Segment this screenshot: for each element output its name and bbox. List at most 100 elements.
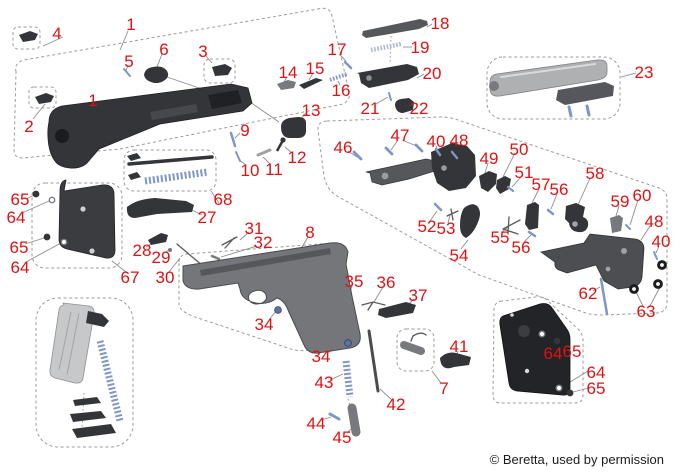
box-part3 <box>203 58 236 84</box>
box-grip-left <box>31 182 123 269</box>
housing-hole-a <box>381 172 389 180</box>
callout-57: 57 <box>532 175 551 194</box>
frame-button-34a <box>274 306 282 314</box>
leader-line <box>375 96 389 105</box>
callout-19: 19 <box>411 38 430 57</box>
block-screw-b <box>585 104 591 117</box>
leader-line <box>234 132 241 139</box>
callout-64: 64 <box>11 258 30 277</box>
callout-12: 12 <box>288 148 307 167</box>
box-frame <box>178 242 357 352</box>
part-4 <box>19 31 38 42</box>
leader-line <box>346 428 352 434</box>
box-recoil <box>123 149 217 192</box>
pin-56b <box>527 230 537 238</box>
part-59 <box>610 215 623 233</box>
callout-40: 40 <box>427 132 446 151</box>
magazine-line-b <box>66 312 80 376</box>
pin-47a <box>384 146 394 156</box>
callout-55: 55 <box>491 228 510 247</box>
leader-line <box>239 231 250 241</box>
leader-line <box>338 53 347 62</box>
callout-20: 20 <box>423 64 442 83</box>
callout-41: 41 <box>450 337 469 356</box>
wire-53 <box>446 208 459 221</box>
callout-50: 50 <box>510 140 529 159</box>
slide-serration <box>208 90 242 109</box>
part-22 <box>395 98 414 113</box>
pin-40b <box>653 251 658 260</box>
leader-line <box>550 193 558 210</box>
callout-11: 11 <box>265 160 283 179</box>
leader-line <box>572 387 590 393</box>
washer-64a <box>48 196 56 204</box>
leader-line <box>426 23 433 28</box>
copyright-text: © Beretta, used by permission <box>490 452 664 467</box>
callout-52: 52 <box>418 217 437 236</box>
leader-line <box>284 146 293 154</box>
pin-46 <box>352 150 363 161</box>
callout-21: 21 <box>361 99 380 118</box>
screw-65b <box>43 233 51 241</box>
recoil-clip-b <box>128 172 141 180</box>
box-slide-group <box>13 7 350 159</box>
callout-31: 31 <box>245 219 264 238</box>
callout-47: 47 <box>391 126 410 145</box>
pin-44 <box>328 412 341 421</box>
pin-35 <box>342 295 352 305</box>
housing-plate-48 <box>431 143 476 191</box>
callout-32: 32 <box>254 233 273 252</box>
washer-64b <box>60 238 68 246</box>
leader-line <box>592 286 601 292</box>
leader-line <box>32 103 46 120</box>
callout-34: 34 <box>312 347 331 366</box>
leader-line <box>389 35 392 64</box>
leader-line <box>25 242 62 263</box>
leader-line <box>523 234 532 243</box>
callout-40: 40 <box>652 232 671 251</box>
hammer-hole <box>572 221 578 227</box>
callout-35: 35 <box>345 272 364 291</box>
frame-button-34b <box>344 339 352 347</box>
callout-30: 30 <box>156 268 175 287</box>
leader-line <box>502 152 516 178</box>
pin-5 <box>123 68 131 77</box>
lever-41 <box>440 352 471 369</box>
part-15 <box>299 78 323 89</box>
callout-28: 28 <box>133 241 152 260</box>
callout-6: 6 <box>159 40 168 59</box>
callout-36: 36 <box>377 273 396 292</box>
leader-line <box>166 76 203 90</box>
spring-43 <box>342 360 354 398</box>
part-28 <box>148 233 168 245</box>
part-18 <box>362 19 428 38</box>
washer-64d <box>555 384 563 392</box>
callout-1: 1 <box>126 15 135 34</box>
callout-48: 48 <box>645 212 664 231</box>
pin-10 <box>235 151 241 162</box>
leader-line <box>220 245 258 258</box>
callout-62: 62 <box>579 284 598 303</box>
callout-46: 46 <box>334 138 353 157</box>
leader-line <box>262 156 271 165</box>
screw-65c <box>553 337 561 345</box>
callout-54: 54 <box>450 246 469 265</box>
callout-64: 64 <box>7 208 26 227</box>
leader-line <box>205 55 213 64</box>
group-boxes <box>12 7 668 448</box>
callout-13: 13 <box>302 101 321 120</box>
grip67-hole-a <box>80 206 86 212</box>
callout-15: 15 <box>306 59 325 78</box>
spring-19 <box>370 41 402 53</box>
grommet-63b <box>653 279 663 289</box>
leader-line <box>329 373 344 381</box>
box-takedown <box>396 328 435 372</box>
pin-47b <box>414 143 424 153</box>
leader-line <box>416 73 425 79</box>
leader-line <box>620 72 637 78</box>
pin-21 <box>388 92 392 101</box>
callout-56: 56 <box>512 238 531 257</box>
leader-line <box>460 239 469 250</box>
spring-16 <box>329 72 348 82</box>
